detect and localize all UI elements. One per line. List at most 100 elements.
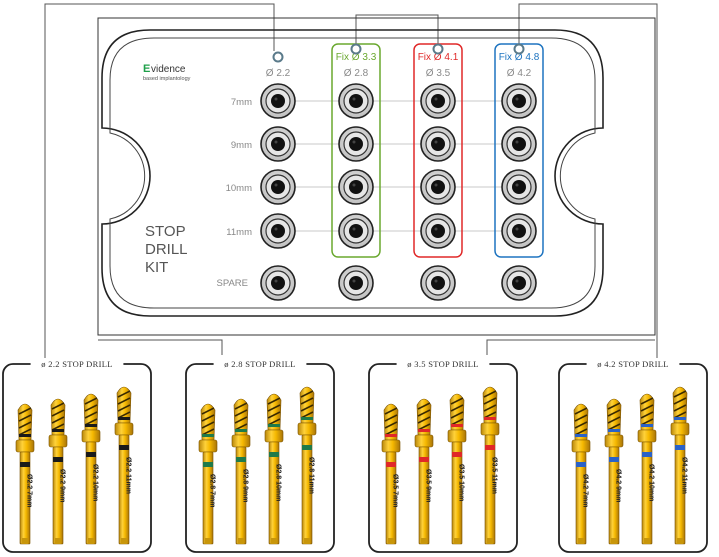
drill-well[interactable]	[338, 169, 374, 205]
tray-inner-outline-2	[109, 37, 596, 309]
drill-well[interactable]	[260, 83, 296, 119]
indicator-ring	[272, 51, 284, 63]
drill-well[interactable]	[420, 126, 456, 162]
drill-well[interactable]	[420, 213, 456, 249]
drill-engraving: Ø2.2 10mm	[92, 464, 99, 501]
connector-lines	[44, 3, 658, 365]
connector-line	[518, 3, 658, 365]
diameter-label: Ø 4.2	[507, 68, 532, 79]
stop-drill: Ø4.2 11mm	[670, 386, 690, 545]
connector-line	[355, 14, 439, 51]
stop-drill: Ø4.2 10mm	[637, 393, 657, 545]
drill-well[interactable]	[501, 213, 537, 249]
drill-well[interactable]	[420, 169, 456, 205]
drill-well[interactable]	[338, 126, 374, 162]
drill-panel: ø 2.2 STOP DRILL Ø2.2 7mm Ø2.2 9mm Ø2.2 10m…	[2, 358, 152, 553]
brand-logo: E vidence based implantology	[143, 63, 191, 82]
stop-drill: Ø4.2 7mm	[571, 403, 591, 545]
drill-engraving: Ø4.2 10mm	[648, 464, 655, 501]
drill-well[interactable]	[501, 169, 537, 205]
row-label: 11mm	[226, 227, 252, 238]
kit-title-line-3: KIT	[145, 259, 168, 276]
stop-drill: Ø2.2 11mm	[114, 386, 134, 545]
stop-drill: Ø3.5 10mm	[447, 393, 467, 545]
drill-engraving: Ø3.5 10mm	[458, 464, 465, 501]
drill-well[interactable]	[260, 265, 296, 301]
panel-title: ø 2.2 STOP DRILL	[41, 359, 112, 369]
stop-drill: Ø2.8 9mm	[231, 398, 251, 545]
column-labels: Ø 2.2 Fix Ø 3.3 Ø 2.8 Fix Ø 4.1 Ø 3.5 Fix Ø 4…	[266, 51, 540, 79]
stop-drill: Ø2.8 11mm	[297, 386, 317, 545]
kit-title-line-1: STOP	[145, 223, 186, 240]
drill-engraving: Ø3.5 11mm	[491, 457, 498, 494]
drill-engraving: Ø3.5 7mm	[392, 474, 399, 507]
drill-well[interactable]	[338, 83, 374, 119]
drill-engraving: Ø2.2 11mm	[125, 457, 132, 494]
drill-engraving: Ø4.2 11mm	[681, 457, 688, 494]
spare-label: SPARE	[216, 278, 248, 289]
drill-well[interactable]	[420, 83, 456, 119]
tray-inner-outline	[101, 29, 604, 317]
indicator-ring	[432, 43, 444, 55]
row-label: 9mm	[231, 140, 252, 151]
stop-drill: Ø2.2 9mm	[48, 398, 68, 545]
drill-well[interactable]	[501, 83, 537, 119]
indicator-ring	[350, 43, 362, 55]
drill-engraving: Ø2.2 7mm	[26, 474, 33, 507]
drill-engraving: Ø2.8 9mm	[242, 469, 249, 502]
drill-panel: ø 2.8 STOP DRILL Ø2.8 7mm Ø2.8 9mm Ø2.8 10m…	[185, 358, 335, 553]
drill-engraving: Ø4.2 7mm	[582, 474, 589, 507]
panel-title: ø 4.2 STOP DRILL	[597, 359, 668, 369]
drill-well[interactable]	[260, 169, 296, 205]
diameter-label: Ø 2.8	[344, 68, 369, 79]
fix-label: Fix Ø 4.1	[418, 52, 459, 63]
panel-title: ø 3.5 STOP DRILL	[407, 359, 478, 369]
drill-tray: E vidence based implantology STOP DRILL …	[97, 17, 656, 336]
drill-well[interactable]	[338, 213, 374, 249]
row-label: 7mm	[231, 97, 252, 108]
kit-title-line-2: DRILL	[145, 241, 188, 258]
drill-engraving: Ø2.8 11mm	[308, 457, 315, 494]
drill-panels: ø 2.2 STOP DRILL Ø2.2 7mm Ø2.2 9mm Ø2.2 10m…	[2, 358, 708, 553]
fix-label: Fix Ø 3.3	[336, 52, 377, 63]
drill-well[interactable]	[420, 265, 456, 301]
stop-drill: Ø2.8 10mm	[264, 393, 284, 545]
drill-well[interactable]	[260, 213, 296, 249]
drill-panel: ø 4.2 STOP DRILL Ø4.2 7mm Ø4.2 9mm Ø4.2 10m…	[558, 358, 708, 553]
brand-tagline: based implantology	[143, 76, 191, 82]
connector-line	[486, 339, 655, 355]
brand-initial: E	[143, 63, 150, 75]
stop-drill: Ø2.2 10mm	[81, 393, 101, 545]
panel-title: ø 2.8 STOP DRILL	[224, 359, 295, 369]
stop-drill: Ø2.8 7mm	[198, 403, 218, 545]
connector-line	[98, 339, 223, 355]
tray-outer-outline	[97, 17, 656, 336]
row-label: 10mm	[226, 183, 252, 194]
stop-drill: Ø3.5 9mm	[414, 398, 434, 545]
drill-engraving: Ø4.2 9mm	[615, 469, 622, 502]
drill-engraving: Ø2.8 10mm	[275, 464, 282, 501]
indicator-ring	[513, 43, 525, 55]
stop-drill: Ø2.2 7mm	[15, 403, 35, 545]
diameter-label: Ø 3.5	[426, 68, 451, 79]
drill-well[interactable]	[501, 265, 537, 301]
fix-label: Fix Ø 4.8	[499, 52, 540, 63]
diameter-label: Ø 2.2	[266, 68, 291, 79]
drill-engraving: Ø2.8 7mm	[209, 474, 216, 507]
brand-name: vidence	[151, 64, 186, 75]
kit-title: STOP DRILL KIT	[145, 223, 188, 276]
drill-well[interactable]	[338, 265, 374, 301]
connector-line	[44, 3, 275, 365]
drill-well[interactable]	[260, 126, 296, 162]
drill-well[interactable]	[501, 126, 537, 162]
grid-lines	[278, 100, 519, 232]
drill-panel: ø 3.5 STOP DRILL Ø3.5 7mm Ø3.5 9mm Ø3.5 10m…	[368, 358, 518, 553]
stop-drill: Ø3.5 7mm	[381, 403, 401, 545]
drill-wells	[260, 83, 537, 301]
stop-drill: Ø4.2 9mm	[604, 398, 624, 545]
stop-drill: Ø3.5 11mm	[480, 386, 500, 545]
drill-engraving: Ø2.2 9mm	[59, 469, 66, 502]
drill-engraving: Ø3.5 9mm	[425, 469, 432, 502]
